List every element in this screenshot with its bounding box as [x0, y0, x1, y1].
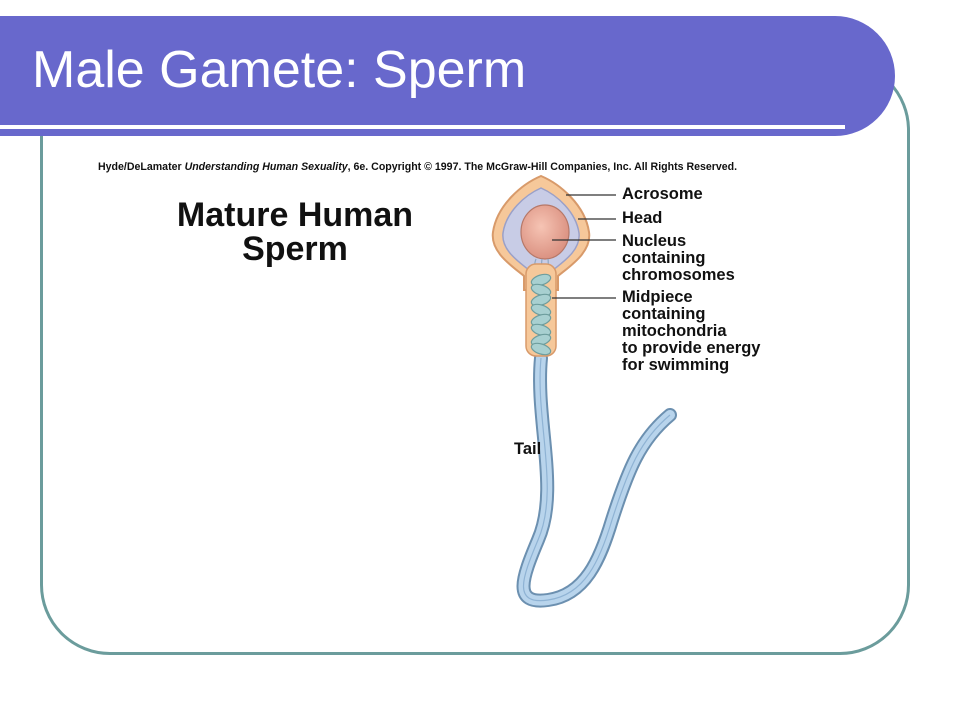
label-head: Head [622, 209, 663, 227]
figure-heading: Mature Human Sperm [135, 198, 455, 266]
midpiece-mitochondria [530, 273, 552, 356]
credit-book-title: Understanding Human Sexuality [184, 161, 348, 173]
credit-copyright: , 6e. Copyright © 1997. The McGraw-Hill … [347, 161, 738, 173]
leader-lines [552, 194, 616, 299]
figure-heading-line1: Mature Human [176, 196, 414, 234]
slide-title: Male Gamete: Sperm [32, 41, 527, 99]
label-acrosome: Acrosome [622, 185, 703, 203]
figure-credit: Hyde/DeLamater Understanding Human Sexua… [98, 161, 737, 173]
label-tail: Tail [514, 440, 542, 458]
title-bar [0, 16, 895, 136]
title-underline [0, 125, 845, 129]
tail-axis [523, 357, 671, 602]
content-frame [40, 60, 910, 655]
nucleus-shape [520, 204, 570, 260]
label-nucleus: Nucleus containing chromosomes [622, 232, 735, 284]
figure-heading-line2: Sperm [242, 230, 348, 268]
credit-authors: Hyde/DeLamater [98, 161, 185, 173]
label-midpiece: Midpiece containing mitochondria to prov… [622, 288, 761, 374]
